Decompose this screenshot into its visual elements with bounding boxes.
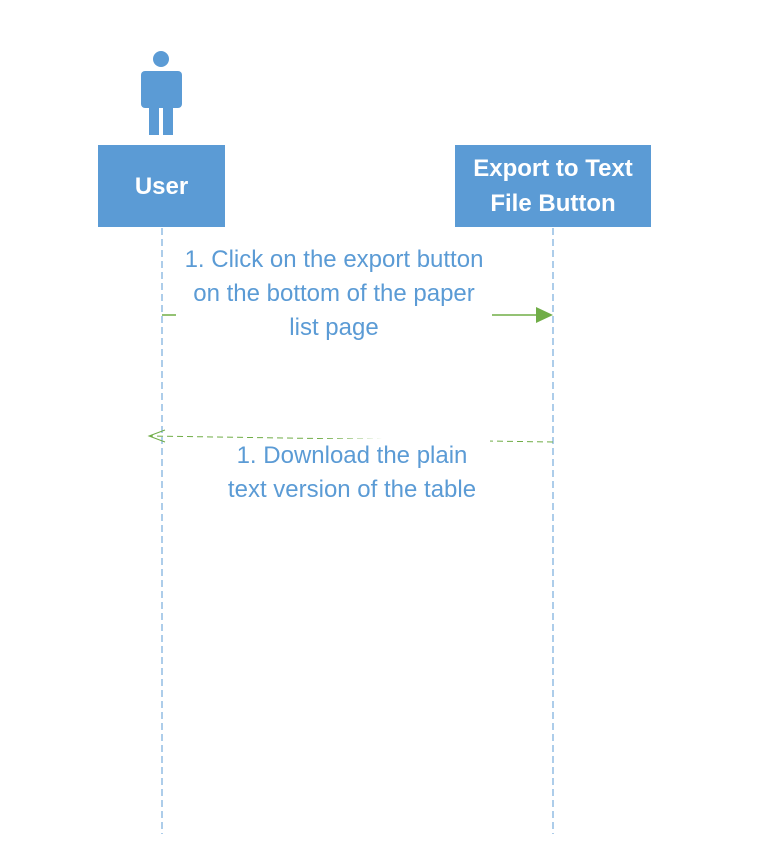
actor-user-label: User xyxy=(134,172,189,200)
actor-export-label: Export to Text File Button xyxy=(473,155,633,217)
person-icon xyxy=(141,51,182,135)
message-1-label: 1. Click on the export button on the bot… xyxy=(176,243,492,345)
actor-export-box: Export to Text File Button xyxy=(455,145,651,227)
actor-user-box: User xyxy=(98,145,225,227)
message-2-label: 1. Download the plain text version of th… xyxy=(214,439,490,507)
